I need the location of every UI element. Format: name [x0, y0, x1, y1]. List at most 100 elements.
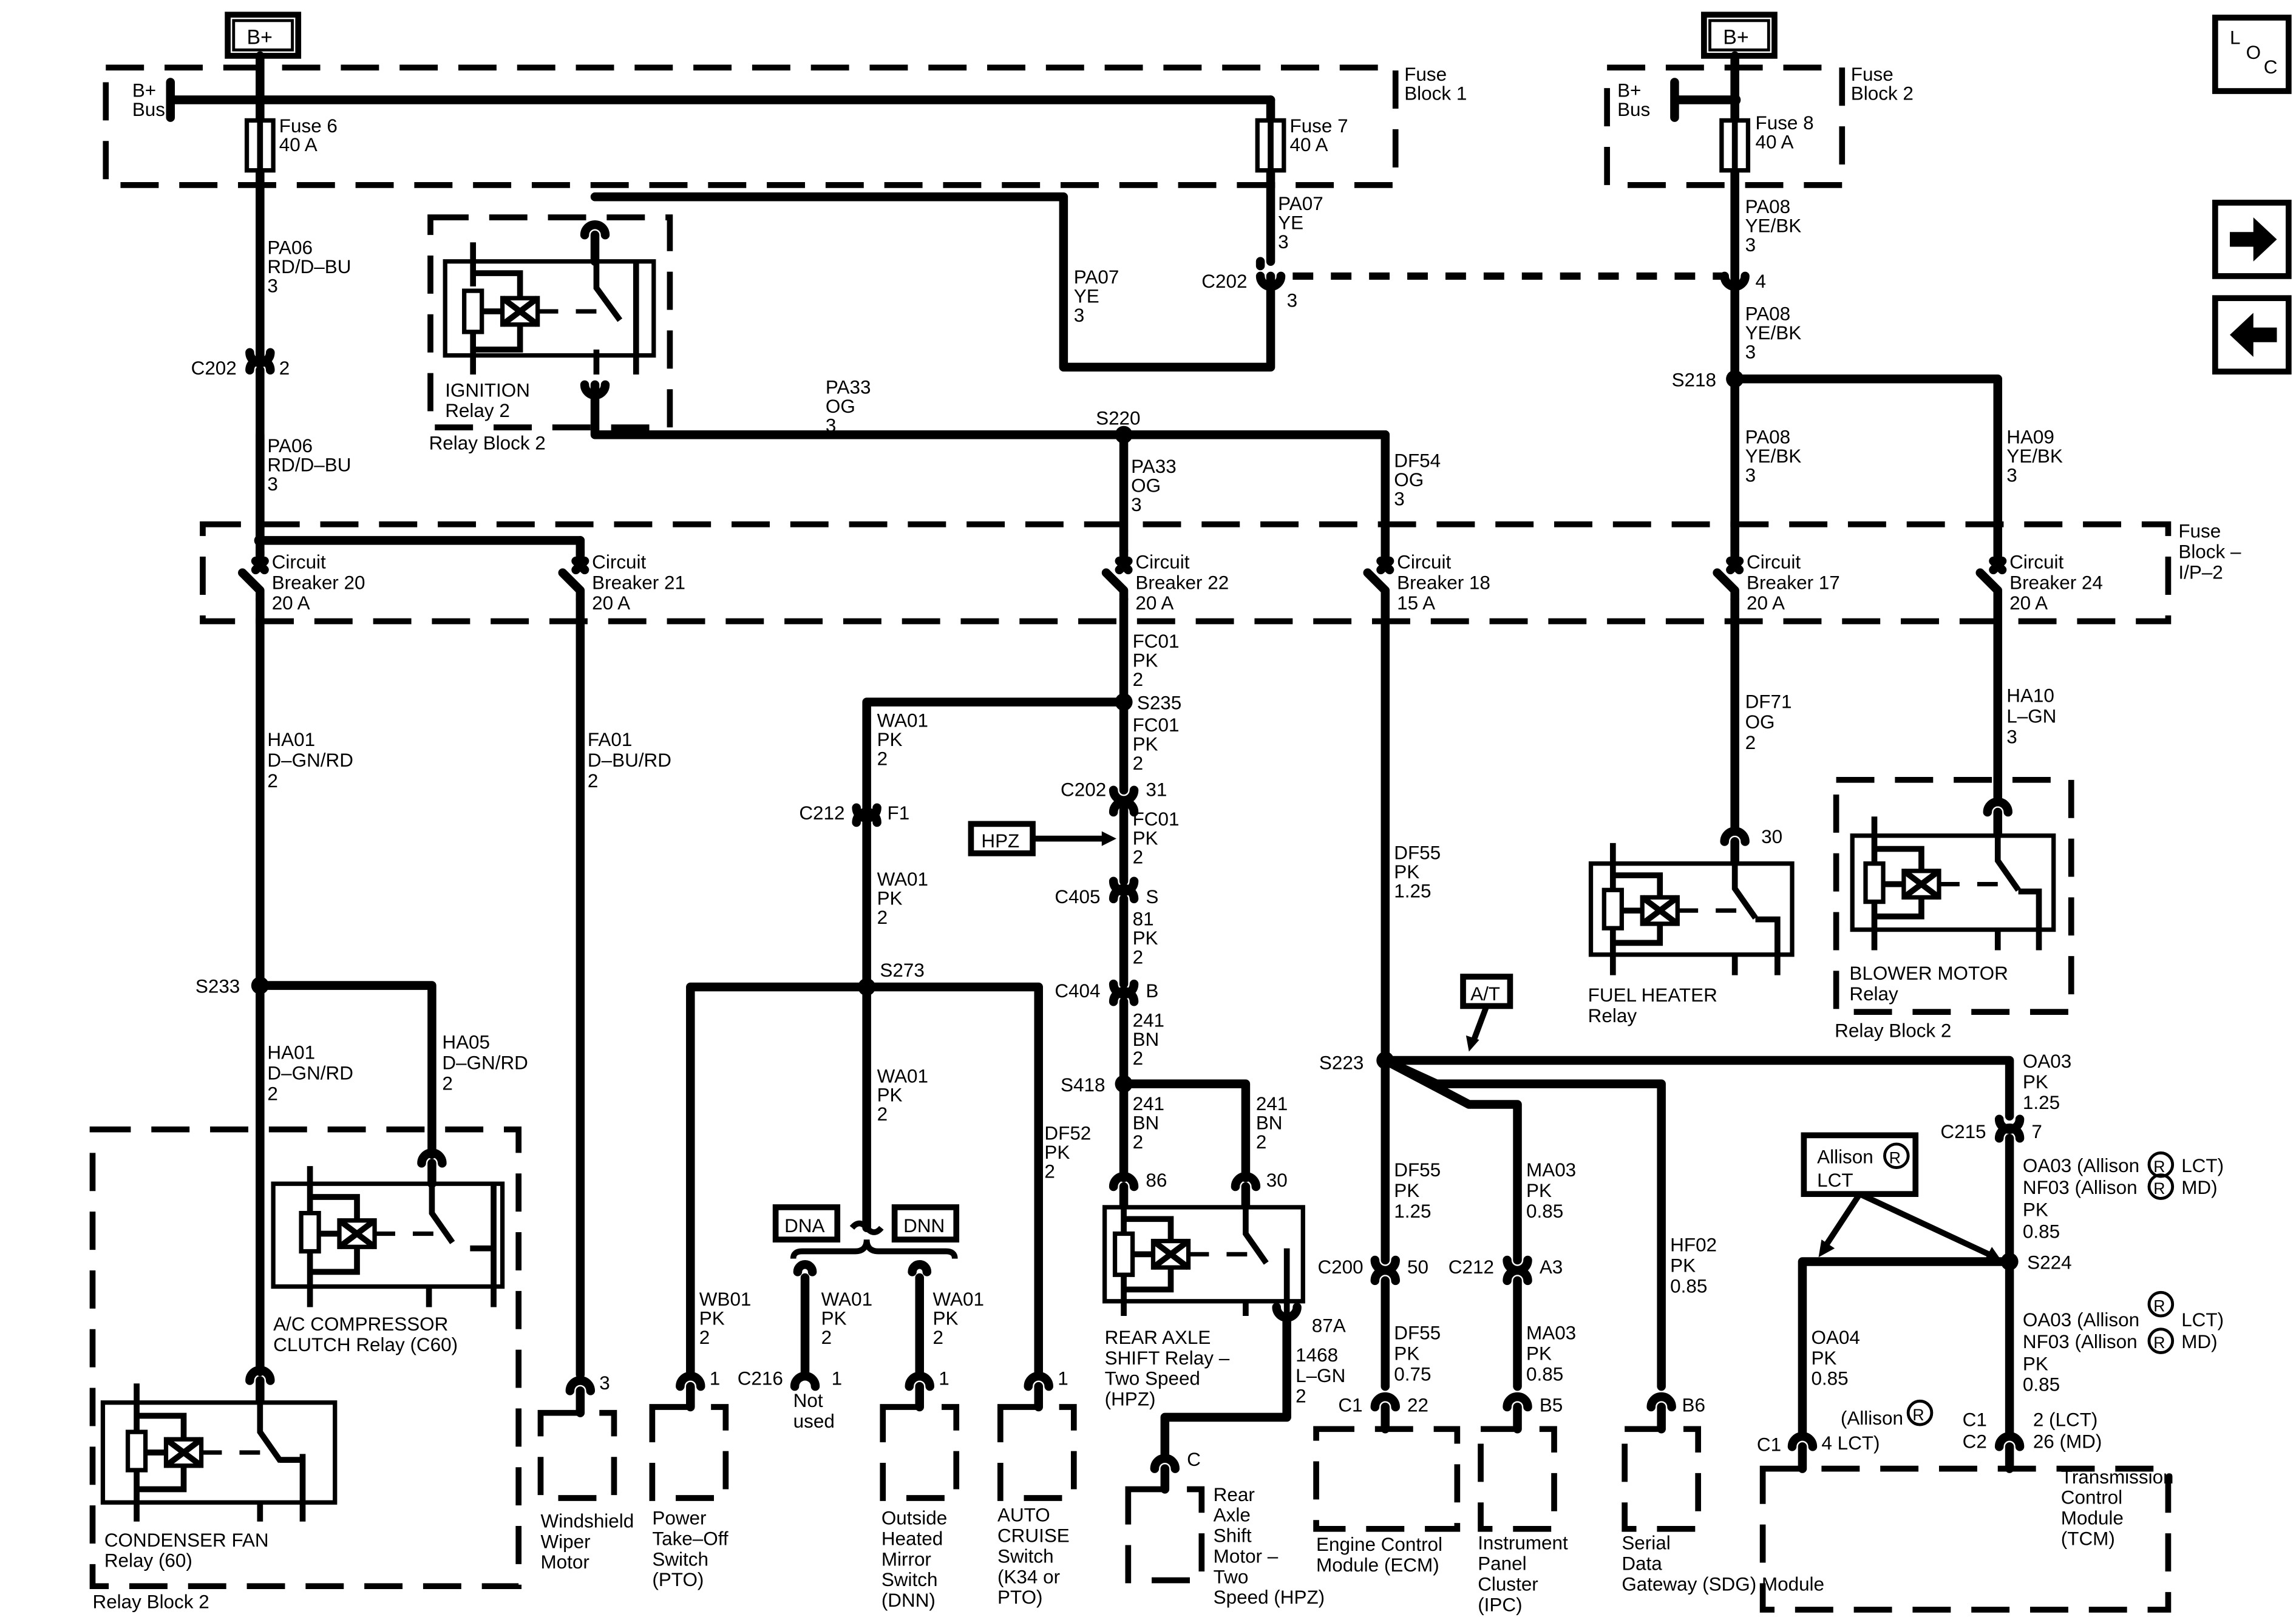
fuse-block-ip2-title-3: I/P–2	[2178, 561, 2223, 583]
svg-text:HA05: HA05	[442, 1032, 490, 1053]
svg-text:3: 3	[1074, 305, 1084, 326]
svg-text:WB01: WB01	[699, 1289, 752, 1310]
previous-page-button[interactable]	[2212, 295, 2292, 375]
fuse-8-label: Fuse 8	[1756, 112, 1814, 134]
fuse-8-rating: 40 A	[1756, 131, 1794, 152]
svg-text:WA01: WA01	[877, 1065, 928, 1086]
svg-text:OG: OG	[1745, 711, 1775, 733]
circuit-breaker-21-label-2: Breaker 21	[592, 572, 685, 593]
svg-text:PA33: PA33	[1131, 456, 1177, 477]
wire-fc01-a: FC01 PK 2	[1133, 631, 1180, 690]
svg-text:2: 2	[1133, 753, 1143, 774]
svg-text:R: R	[1912, 1406, 1924, 1424]
wire-wb01: WB01 PK 2	[699, 1289, 752, 1348]
svg-text:Module: Module	[2061, 1508, 2124, 1529]
relay-86-pin: 86	[1146, 1170, 1167, 1191]
svg-text:BN: BN	[1256, 1113, 1283, 1134]
svg-text:1.25: 1.25	[1394, 1201, 1431, 1222]
svg-text:2: 2	[821, 1327, 832, 1348]
transmission-control-module[interactable]	[1759, 1465, 2172, 1613]
ac-relay-label-2: CLUTCH Relay (C60)	[273, 1334, 458, 1355]
fuse-7-rating: 40 A	[1289, 134, 1328, 155]
fuse-block-ip2-title-2: Block –	[2178, 541, 2241, 562]
wire-241-c: 241 BN 2	[1256, 1093, 1288, 1153]
option-tag-hpz-label: HPZ	[981, 830, 1019, 852]
wire-wa01-a: WA01 PK 2	[877, 710, 928, 770]
loc-c: C	[2264, 56, 2278, 78]
c212-a3-pin: A3	[1540, 1256, 1563, 1278]
c405-label: C405	[1055, 886, 1100, 907]
fuel-heater-relay-icon[interactable]	[1588, 842, 1795, 975]
bus-left-label: B+	[132, 80, 156, 101]
svg-text:PK: PK	[1133, 733, 1158, 754]
pto-pin: 1	[710, 1368, 720, 1389]
wire-df55-b: DF55 PK 1.25	[1394, 1159, 1441, 1222]
bus-right-label-2: Bus	[1617, 99, 1650, 120]
c200-label: C200	[1317, 1256, 1363, 1278]
c202-right-pin: 4	[1756, 271, 1766, 292]
rear-axle-relay-label-3: Two Speed	[1105, 1368, 1200, 1389]
svg-text:PK: PK	[2023, 1071, 2048, 1093]
svg-text:DF71: DF71	[1745, 691, 1792, 712]
svg-text:DF55: DF55	[1394, 1159, 1441, 1181]
c202-fc01-pin: 31	[1146, 779, 1167, 800]
wire-hf02: HF02 PK 0.85	[1670, 1235, 1717, 1297]
circuit-breaker-18-label-1: Circuit	[1397, 551, 1451, 572]
wire-fc01-b: FC01 PK 2	[1133, 714, 1180, 774]
wire-ha09: HA09 YE/BK 3	[2006, 427, 2063, 486]
loc-button[interactable]: L O C	[2212, 15, 2292, 94]
rear-axle-shift-relay-icon[interactable]	[1102, 1205, 1305, 1316]
svg-text:Control: Control	[2061, 1487, 2122, 1508]
instrument-panel-cluster[interactable]	[1478, 1426, 1557, 1532]
next-page-button[interactable]	[2212, 200, 2292, 279]
fuse-block-1-title: Fuse	[1404, 64, 1447, 85]
b-plus-left-label: B+	[247, 26, 273, 49]
svg-text:1468: 1468	[1296, 1344, 1338, 1366]
wiper-label: Windshield	[540, 1510, 634, 1531]
svg-text:0.85: 0.85	[1526, 1363, 1563, 1385]
c405-pin: S	[1146, 886, 1158, 907]
wire-wa01-d: WA01 PK 2	[821, 1289, 872, 1348]
windshield-wiper-motor[interactable]	[537, 1409, 617, 1501]
svg-text:OA03 (Allison: OA03 (Allison	[2023, 1155, 2139, 1176]
ipc-label: Instrument Panel Cluster (IPC)	[1478, 1533, 1568, 1616]
outside-heated-mirror-switch[interactable]	[880, 1404, 960, 1501]
svg-text:OA03: OA03	[2023, 1051, 2071, 1072]
rear-axle-motor-label: Rear Axle Shift Motor – Two Speed (HPZ)	[1214, 1484, 1325, 1608]
wire-oa03-nf03-upper: OA03 (Allison R LCT) NF03 (Allison R MD)…	[2023, 1151, 2224, 1242]
svg-text:DF55: DF55	[1394, 842, 1441, 863]
tcm-right-pin-2: 26 (MD)	[2033, 1431, 2102, 1453]
svg-text:3: 3	[1278, 231, 1288, 253]
condenser-fan-relay-icon	[100, 1366, 338, 1522]
engine-control-module[interactable]	[1313, 1426, 1461, 1532]
rear-axle-relay-label-4: (HPZ)	[1105, 1389, 1156, 1410]
svg-text:0.85: 0.85	[1811, 1368, 1848, 1389]
svg-text:YE/BK: YE/BK	[2006, 446, 2063, 467]
power-take-off-switch[interactable]	[649, 1404, 729, 1501]
svg-text:LCT): LCT)	[2181, 1155, 2224, 1176]
svg-text:R: R	[1889, 1148, 1901, 1167]
svg-text:3: 3	[2006, 726, 2017, 747]
svg-text:Axle: Axle	[1214, 1505, 1251, 1526]
svg-text:Outside: Outside	[881, 1508, 947, 1529]
rear-axle-shift-motor[interactable]	[1125, 1486, 1205, 1584]
auto-cruise-switch[interactable]	[997, 1404, 1077, 1501]
circuit-breaker-20-label-1: Circuit	[272, 551, 326, 572]
wire-pa06-upper: PA06 RD/D–BU 3	[267, 237, 351, 297]
blower-motor-relay-icon[interactable]	[1850, 816, 2056, 951]
svg-text:2: 2	[1133, 1131, 1143, 1153]
svg-text:2: 2	[267, 1083, 277, 1104]
wire-df55-c: DF55 PK 0.75	[1394, 1323, 1441, 1385]
svg-text:241: 241	[1133, 1093, 1164, 1114]
wire-oa03-a: OA03 PK 1.25	[2023, 1051, 2071, 1113]
circuit-breaker-17-label-1: Circuit	[1747, 551, 1801, 572]
cruise-label: AUTO CRUISE Switch (K34 or PTO)	[997, 1505, 1070, 1608]
wire-oa04: OA04 PK 0.85	[1811, 1327, 1860, 1389]
serial-data-gateway-module[interactable]	[1622, 1426, 1701, 1532]
svg-text:0.85: 0.85	[1670, 1275, 1707, 1297]
svg-text:241: 241	[1256, 1093, 1288, 1114]
wire-241-a: 241 BN 2	[1133, 1009, 1164, 1069]
